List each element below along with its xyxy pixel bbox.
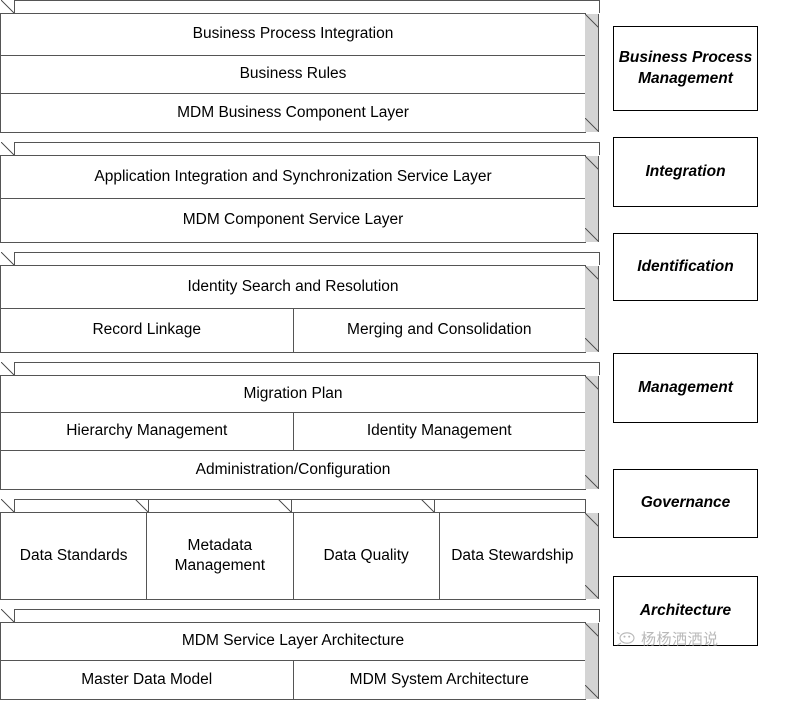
layer-group-integration: Application Integration and Synchronizat… <box>0 142 600 243</box>
layer-cell[interactable]: Data Standards <box>1 513 148 599</box>
layer-stack-column: Business Process Integration Business Ru… <box>0 0 600 700</box>
box-top-bevel <box>1 142 600 157</box>
box-top-bevel <box>278 499 434 514</box>
layer-cell[interactable]: MDM System Architecture <box>349 670 529 688</box>
layer-cell[interactable]: Merging and Consolidation <box>347 321 532 339</box>
category-label-governance[interactable]: Governance <box>613 469 758 538</box>
layer-row: Master Data Model MDM System Architectur… <box>1 661 585 699</box>
layer-row: Identity Search and Resolution <box>1 266 585 309</box>
box-top-bevel <box>1 362 600 377</box>
category-label-text: Governance <box>640 494 731 512</box>
layer-cell[interactable]: Hierarchy Management <box>1 413 294 450</box>
layer-row: Record Linkage Merging and Consolidation <box>1 309 585 352</box>
layer-group-face: Application Integration and Synchronizat… <box>0 155 599 243</box>
layer-cell[interactable]: Record Linkage <box>1 309 294 352</box>
box-top-bevel <box>1 0 600 15</box>
layer-cell[interactable]: Data Quality <box>294 513 440 599</box>
layer-row: Migration Plan <box>1 376 585 413</box>
layer-group-management: Migration Plan Hierarchy Management Iden… <box>0 362 600 490</box>
layer-row: MDM Component Service Layer <box>1 199 585 242</box>
box-top-bevel <box>1 252 600 267</box>
category-label-integration[interactable]: Integration <box>613 137 758 207</box>
layer-row: Business Process Integration <box>1 14 585 56</box>
governance-top-bevels <box>1 499 600 514</box>
layer-row: MDM Service Layer Architecture <box>1 623 585 661</box>
layer-cell[interactable]: MDM Business Component Layer <box>177 103 409 121</box>
layer-group-face: Migration Plan Hierarchy Management Iden… <box>0 375 599 490</box>
layer-row: Administration/Configuration <box>1 451 585 489</box>
layer-group-identification: Identity Search and Resolution Record Li… <box>0 252 600 353</box>
layer-row: MDM Business Component Layer <box>1 94 585 132</box>
layer-group-face: MDM Service Layer Architecture Master Da… <box>0 622 599 700</box>
layer-cell[interactable]: Business Process Integration <box>192 25 394 43</box>
layer-group-business-process-management: Business Process Integration Business Ru… <box>0 0 600 133</box>
layer-group-governance: Data Standards Metadata Management Data … <box>0 499 600 600</box>
layer-cell[interactable]: Administration/Configuration <box>195 460 391 478</box>
mdm-architecture-diagram: Business Process Integration Business Ru… <box>0 0 758 700</box>
layer-row: Hierarchy Management Identity Management <box>1 413 585 451</box>
layer-row: Application Integration and Synchronizat… <box>1 156 585 199</box>
category-label-text: Architecture <box>639 601 732 619</box>
layer-cell[interactable]: Application Integration and Synchronizat… <box>94 167 492 185</box>
category-label-business-process-management[interactable]: Business Process Management <box>613 26 758 111</box>
layer-group-architecture: MDM Service Layer Architecture Master Da… <box>0 609 600 700</box>
category-label-text: Identification <box>637 257 734 275</box>
box-side-panel <box>585 266 599 352</box>
category-label-text: Management <box>638 378 733 396</box>
box-top-bevel <box>421 499 586 514</box>
layer-cell[interactable]: Business Rules <box>239 65 347 83</box>
box-side-panel <box>585 376 599 489</box>
box-top-bevel <box>135 499 291 514</box>
layer-cell[interactable]: Identity Search and Resolution <box>187 277 399 295</box>
category-label-architecture[interactable]: Architecture <box>613 576 758 646</box>
category-label-management[interactable]: Management <box>613 353 758 423</box>
layer-cell[interactable]: Data Stewardship <box>451 546 574 564</box>
category-label-text: Business Process Management <box>618 49 753 87</box>
category-label-identification[interactable]: Identification <box>613 233 758 301</box>
layer-cell[interactable]: MDM Component Service Layer <box>182 211 404 229</box>
category-label-text: Integration <box>645 162 726 180</box>
layer-cell[interactable]: Identity Management <box>366 422 512 440</box>
box-side-panel <box>585 513 599 599</box>
box-top-bevel <box>1 499 148 514</box>
layer-group-face: Data Standards Metadata Management Data … <box>0 512 599 600</box>
layer-cell[interactable]: Master Data Model <box>1 661 294 699</box>
box-side-panel <box>585 623 599 699</box>
box-top-bevel <box>1 609 600 624</box>
layer-cell[interactable]: MDM Service Layer Architecture <box>181 632 405 650</box>
box-side-panel <box>585 14 599 132</box>
layer-cell[interactable]: Metadata Management <box>147 513 294 599</box>
layer-cell[interactable]: Migration Plan <box>243 384 343 402</box>
layer-group-face: Business Process Integration Business Ru… <box>0 13 599 133</box>
box-side-panel <box>585 156 599 242</box>
layer-group-face: Identity Search and Resolution Record Li… <box>0 265 599 353</box>
layer-row: Business Rules <box>1 56 585 94</box>
